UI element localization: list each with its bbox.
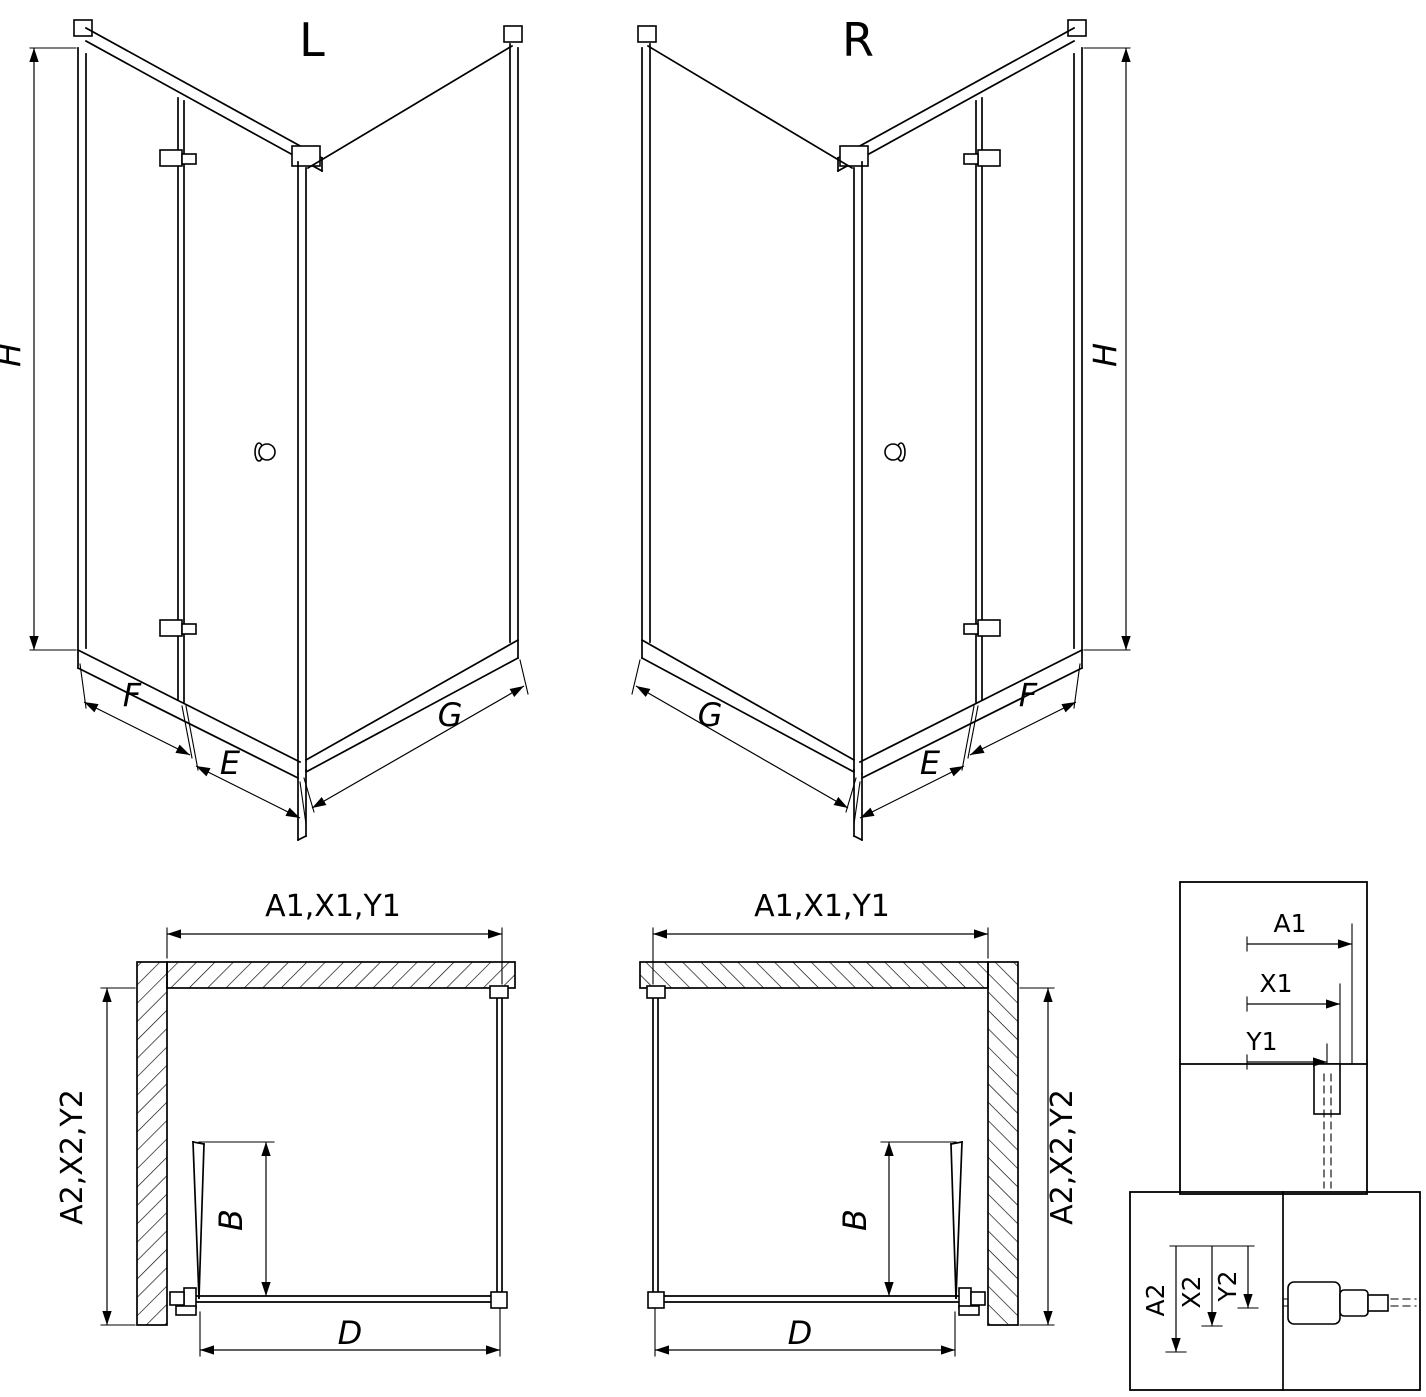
plan-view-left-labels: A1,X1,Y1 A2,X2,Y2 B D [55, 889, 401, 1352]
dim-label-a2x2y2-right: A2,X2,Y2 [1045, 1089, 1080, 1225]
dim-label-e-right: E [920, 744, 941, 782]
hinge-top [159, 149, 197, 167]
detail-label-x1: X1 [1259, 969, 1292, 998]
detail-dim-y1 [1246, 1054, 1327, 1070]
detail-dim-a1 [1246, 936, 1352, 952]
wall-profile-cap [73, 19, 93, 37]
dim-label-g-right: G [698, 696, 723, 734]
detail-label-y1: Y1 [1245, 1027, 1277, 1056]
detail-view-top: A1 X1 Y1 [1179, 881, 1368, 1195]
bottom-profile-seal [1367, 1294, 1389, 1312]
dim-e [185, 705, 307, 825]
corner-bracket [490, 1291, 508, 1309]
wall-profile-cap [503, 25, 523, 43]
dim-a1x1y1 [166, 927, 503, 985]
wall-profile-section [1313, 1063, 1341, 1115]
dim-f [79, 663, 193, 759]
dim-label-f-right: F [1019, 676, 1038, 714]
wall-section-side [136, 961, 168, 1326]
detail-view-bottom: A2 X2 Y2 [1129, 1191, 1421, 1391]
dim-label-d-right: D [788, 1314, 813, 1352]
dim-label-a1x1y1-left: A1,X1,Y1 [265, 889, 401, 924]
detail-dim-x2 [1201, 1246, 1223, 1327]
detail-label-a2: A2 [1141, 1283, 1170, 1316]
detail-label-y2: Y2 [1213, 1270, 1242, 1302]
dim-label-h-left: H [0, 343, 28, 367]
dim-label-a2x2y2-left: A2,X2,Y2 [55, 1089, 90, 1225]
dim-label-g-left: G [438, 696, 463, 734]
plan-view-right-labels: A1,X1,Y1 A2,X2,Y2 B D [754, 889, 1080, 1352]
hinge-block [169, 1291, 185, 1306]
plan-side-glass [489, 985, 509, 1303]
perspective-enclosure-geometry [29, 19, 529, 842]
detail-label-x2: X2 [1177, 1275, 1206, 1308]
plan-front-glass [185, 1291, 508, 1309]
dim-b [198, 1141, 275, 1296]
dim-label-h-right: H [1086, 343, 1124, 367]
variant-label-right: R [842, 13, 874, 67]
detail-label-a1: A1 [1273, 909, 1306, 938]
side-glass-panel [304, 25, 523, 762]
dim-g [303, 659, 529, 813]
bottom-profile-clamp [1339, 1289, 1369, 1317]
detail-dim-x1 [1246, 996, 1340, 1012]
dim-label-d-left: D [338, 1314, 363, 1352]
dim-label-a1x1y1-right: A1,X1,Y1 [754, 889, 890, 924]
dim-d [199, 1307, 501, 1357]
plan-folded-door [169, 1141, 205, 1316]
dim-label-b-left: B [212, 1209, 250, 1231]
corner-post [297, 161, 307, 775]
variant-label-left: L [299, 13, 325, 67]
door-knob [254, 442, 276, 462]
hinge-bottom [159, 619, 197, 637]
detail-dim-a2 [1165, 1246, 1187, 1353]
door-fold-line [177, 97, 185, 703]
perspective-view-left-labels: L H F E G [0, 13, 462, 782]
plan-view-geometry [100, 927, 516, 1357]
wall-profile-left [73, 19, 93, 669]
dim-label-e-left: E [220, 744, 241, 782]
perspective-view-right-labels: R H F E G [698, 13, 1124, 782]
dim-label-b-right: B [836, 1209, 874, 1231]
wall-bracket [489, 985, 509, 999]
corner-bracket [291, 145, 321, 167]
top-support-bar [84, 26, 324, 173]
dim-label-f-left: F [123, 676, 142, 714]
bottom-profile-section [1287, 1281, 1341, 1325]
plan-view-geometry-mirrored [640, 928, 1054, 1356]
floor-profile [175, 1305, 197, 1316]
dim-height [29, 47, 77, 651]
hinge-block [183, 1287, 197, 1309]
wall-section-top [166, 961, 516, 989]
detail-dim-y2 [1237, 1246, 1259, 1309]
dim-a2x2y2 [100, 987, 136, 1326]
